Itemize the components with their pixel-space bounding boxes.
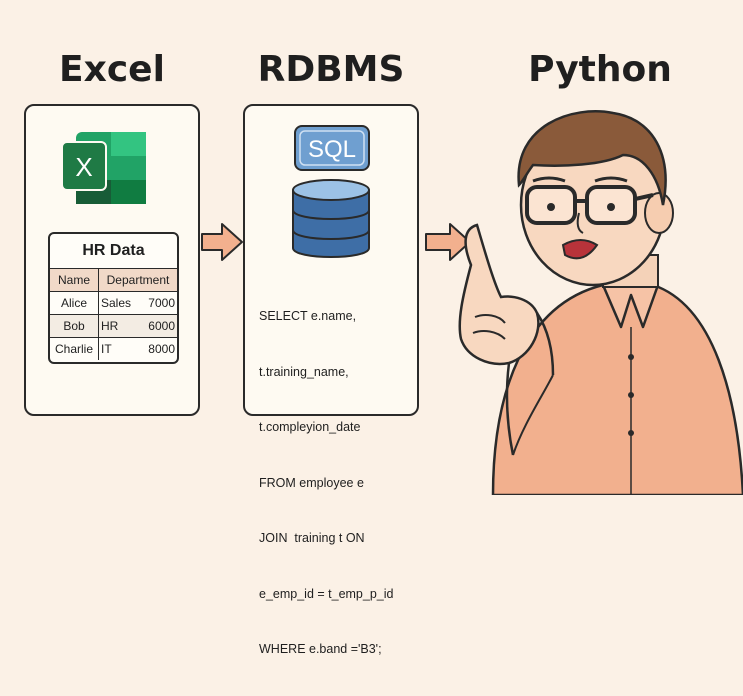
- table-row: Alice Sales 7000: [50, 291, 177, 315]
- sql-line: WHERE e.band ='B3';: [259, 642, 382, 656]
- excel-icon: X: [62, 132, 146, 204]
- hr-data-table: Name Department Alice Sales 7000 Bob HR …: [50, 268, 177, 360]
- database-icon: [292, 179, 370, 258]
- arrow-right-icon: [425, 223, 471, 261]
- cell-salary: 6000: [140, 314, 177, 338]
- sql-line: FROM employee e: [259, 475, 364, 490]
- excel-panel: X HR Data Name Department Alice Sales 70…: [24, 104, 200, 416]
- hr-data-card: HR Data Name Department Alice Sales 7000…: [48, 232, 179, 364]
- rdbms-title: RDBMS: [257, 49, 405, 90]
- excel-icon-letter: X: [75, 152, 92, 182]
- sql-line: t.training_name,: [259, 364, 349, 379]
- cell-department: Sales: [98, 291, 141, 315]
- table-row: Bob HR 6000: [50, 314, 177, 338]
- cell-department: IT: [98, 337, 141, 360]
- sql-badge-icon: SQL: [294, 125, 370, 171]
- table-row: Charlie IT 8000: [50, 337, 177, 360]
- python-title: Python: [528, 49, 672, 90]
- cell-salary: 7000: [140, 291, 177, 315]
- hair: [517, 110, 667, 206]
- excel-title: Excel: [59, 49, 165, 90]
- pointing-hand: [458, 223, 540, 366]
- sql-line: e_emp_id = t_emp_p_id: [259, 586, 394, 601]
- hr-data-title: HR Data: [82, 242, 145, 259]
- sql-query: SELECT e.name, t.training_name, t.comple…: [259, 270, 419, 696]
- cell-name: Bob: [50, 314, 99, 338]
- cell-name: Alice: [50, 291, 99, 315]
- sql-line: SELECT e.name,: [259, 309, 357, 323]
- rdbms-panel: SQL SELECT e.name, t.training_name, t.co…: [243, 104, 419, 656]
- person-illustration: [458, 110, 743, 495]
- sql-badge-label: SQL: [308, 136, 356, 163]
- cell-name: Charlie: [50, 337, 99, 360]
- sql-line: JOIN training t ON: [259, 531, 365, 545]
- table-header-row: Name Department: [50, 268, 177, 292]
- cell-department: HR: [98, 314, 141, 338]
- sql-line: t.compleyion_date: [259, 420, 361, 434]
- header-name: Name: [50, 268, 99, 292]
- cell-salary: 8000: [140, 337, 177, 360]
- header-department: Department: [98, 268, 177, 292]
- arrow-right-icon: [201, 223, 243, 261]
